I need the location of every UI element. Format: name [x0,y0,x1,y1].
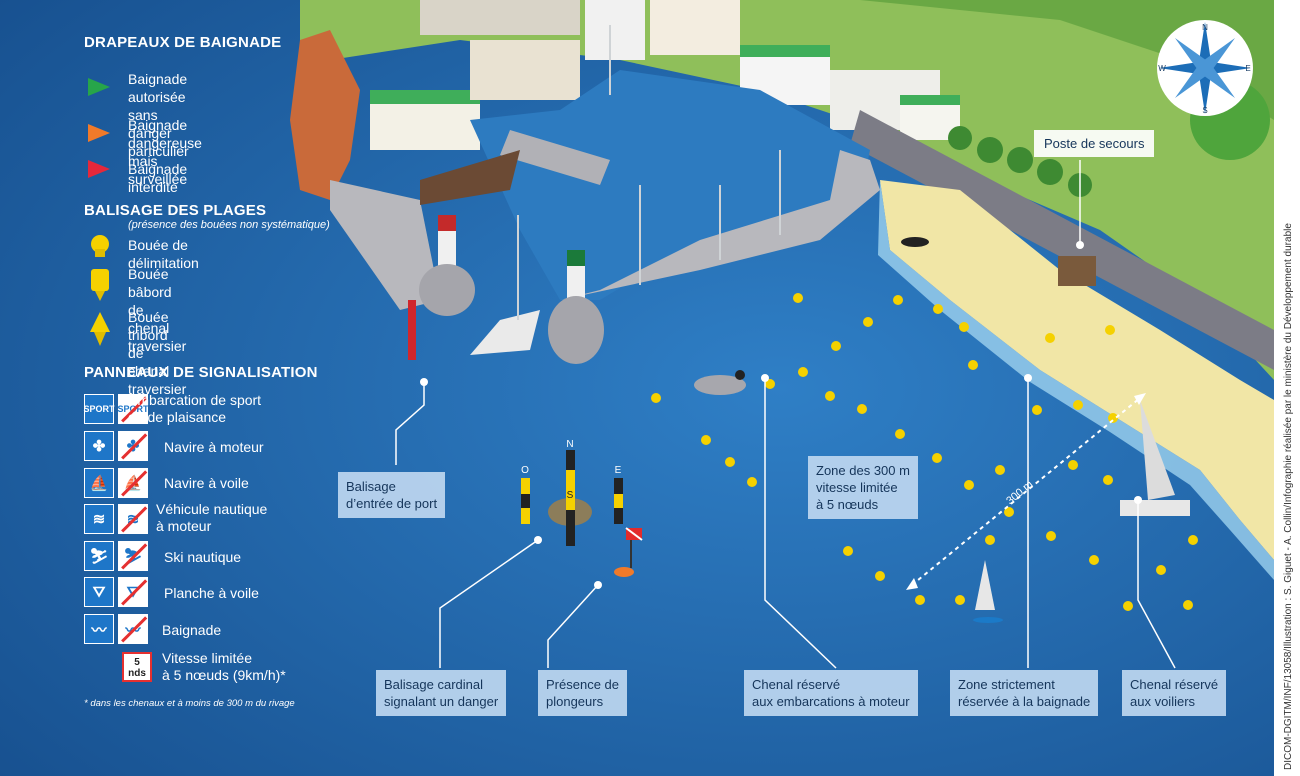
callout-rescue-post: Poste de secours [1034,130,1155,157]
north-cardinal-label: N [566,439,573,450]
town [370,0,960,150]
callout-sail-channel: Chenal réservé aux voiliers [1122,670,1227,716]
port-marker [408,300,416,360]
callout-300m-zone: Zone des 300 m vitesse limitée à 5 nœuds [808,456,918,519]
cardinal-buoys: N S E O [521,439,623,546]
fields [860,0,1274,120]
sailboat-forbidden-icon: ⛵ [118,468,148,498]
markers-title: BALISAGE DES PLAGES [84,202,267,219]
windsurf-icon: ⛛ [84,577,114,607]
sign-label-sport: Embarcation de sport ou de plaisance [128,392,262,425]
green-lighthouse [548,250,604,364]
west-cardinal-label: O [521,465,529,476]
marker-label-cone: Bouée tribord de chenal traversier [128,309,187,397]
sign-row-sport: SPORT SPORT [84,394,149,424]
sign-row-windsurf: ⛛ ⛛ [84,577,148,607]
west-jetty [330,180,440,310]
leader-lines [395,160,1176,669]
jetski-icon: ≋ [84,504,114,534]
orange-flag-icon [88,124,110,142]
callout-swim-zone: Zone strictement réservée à la baignade [950,670,1099,716]
legend-panel: DRAPEAUX DE BAIGNADE Baignade autorisée … [84,34,344,683]
signs-title: PANNEAUX DE SIGNALISATION [84,364,318,381]
red-flag-icon [88,160,110,178]
swimmer-icon: 〰 [84,614,114,644]
east-jetty [560,150,880,300]
south-cardinal-label: S [567,490,574,501]
speed-number: 5 [134,657,140,668]
diver-flag [614,527,643,577]
sport-forbidden-icon: SPORT [118,394,149,424]
compass-west: W [1158,64,1166,73]
east-cardinal-label: E [615,465,622,476]
footnote: * dans les chenaux et à moins de 300 m d… [84,698,295,709]
windsurfer [973,560,1003,623]
sign-label-speed: Vitesse limitée à 5 nœuds (9km/h)* [162,650,286,683]
sign-label-motor: Navire à moteur [164,439,264,455]
road [850,110,1274,370]
callout-cardinal: Balisage cardinal signalant un danger [376,670,507,716]
callout-divers: Présence de plongeurs [538,670,627,716]
land [300,0,1274,380]
cliff [290,30,360,200]
sign-row-ski: ⛷ ⛷ [84,541,148,571]
harbour-basin [470,70,870,300]
credit-text: DICOM-DGITM/INF/13058/Illustration : S. … [1283,223,1294,770]
credit-band [1274,0,1300,776]
callout-motor-channel: Chenal réservé aux embarcations à moteur [744,670,918,716]
rescue-hut [1058,256,1096,286]
motor-boat [694,370,746,395]
marker-label-round: Bouée de délimitation [128,237,199,271]
flag-label-orange: Baignade dangereuse mais surveillée [128,117,202,187]
flag-label-green: Baignade autorisée sans danger particuli… [128,71,189,159]
jetski [901,237,929,247]
compass-rose-icon: N S E W [1157,20,1253,116]
sign-label-sail: Navire à voile [164,475,249,491]
sign-row-motor: ✤ ✤ [84,431,148,461]
windsurf-forbidden-icon: ⛛ [118,577,148,607]
sign-label-swim: Baignade [162,622,222,638]
sign-row-sail: ⛵ ⛵ [84,468,148,498]
markers-subtitle: (présence des bouées non systématique) [128,219,330,231]
speed-limit-sign-icon: 5 nds [122,652,152,682]
can-buoy-icon [91,269,109,301]
cone-buoy-icon [90,312,110,346]
red-lighthouse [419,215,475,316]
compass-north: N [1202,23,1208,32]
sign-label-windsurf: Planche à voile [164,585,259,601]
water-ski-icon: ⛷ [84,541,114,571]
green-flag-icon [88,78,110,96]
marker-label-can: Bouée bâbord de chenal traversier [128,266,187,354]
jetski-forbidden-icon: ≋ [118,504,148,534]
sign-row-swim: 〰 〰 [84,614,148,644]
swimmer-forbidden-icon: 〰 [118,614,148,644]
sailboats [420,25,781,355]
zone-buoys [651,293,1198,611]
quay [500,130,610,185]
sign-row-jetski: ≋ ≋ [84,504,148,534]
propeller-icon: ✤ [84,431,114,461]
speed-unit: nds [128,668,146,679]
propeller-forbidden-icon: ✤ [118,431,148,461]
sign-label-ski: Ski nautique [164,549,242,565]
flags-title: DRAPEAUX DE BAIGNADE [84,34,282,51]
callout-port-entry: Balisage d’entrée de port [338,472,446,518]
leader-dots [420,241,1142,589]
sport-sign-icon: SPORT [84,394,115,424]
flag-label-red: Baignade interdite [128,161,188,195]
round-buoy-icon [91,235,109,257]
beach [880,180,1274,560]
sailboat-icon: ⛵ [84,468,114,498]
compass-south: S [1202,106,1207,115]
water-ski-forbidden-icon: ⛷ [118,541,148,571]
sign-label-jetski: Véhicule nautique à moteur [156,501,268,534]
compass-east: E [1245,64,1250,73]
